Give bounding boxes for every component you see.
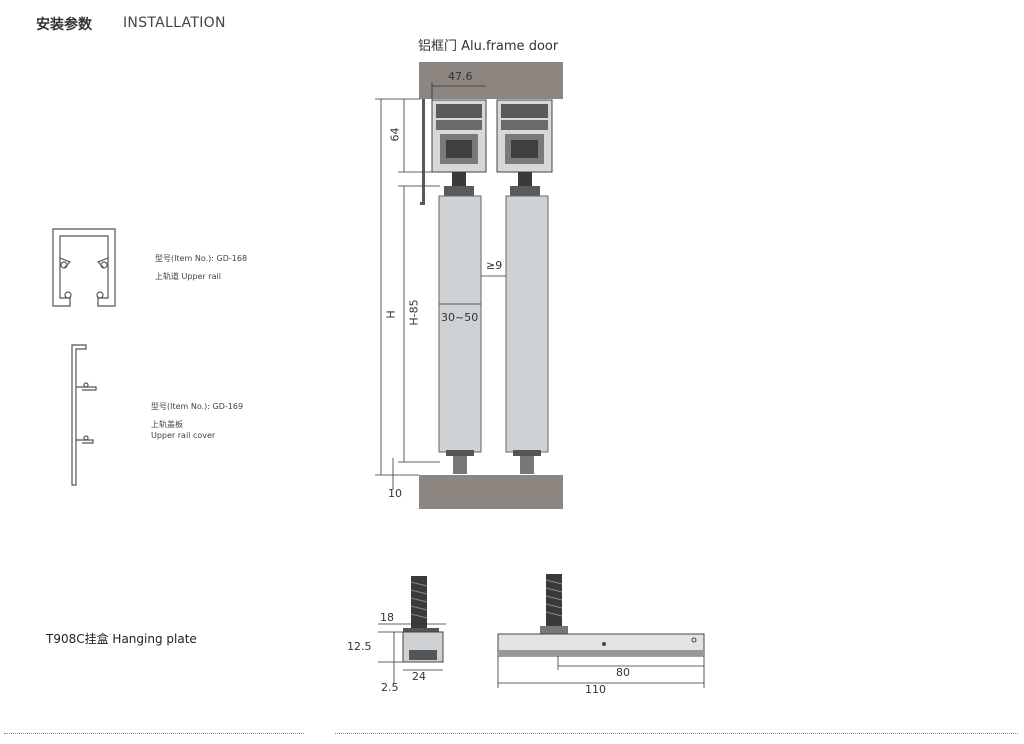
dim-bottom-gap: 10 bbox=[388, 487, 402, 500]
footer-divider-left bbox=[4, 733, 304, 734]
door-diagram-title: 铝框门 Alu.frame door bbox=[418, 39, 559, 54]
rail-cover-side bbox=[420, 99, 425, 205]
dim-plate-inner-length: 80 bbox=[616, 666, 630, 679]
dim-plate-width-bottom: 24 bbox=[412, 670, 426, 683]
rail-cover-name-en: Upper rail cover bbox=[151, 431, 216, 440]
floor-block bbox=[419, 475, 563, 509]
upper-rail-name: 上轨道 Upper rail bbox=[155, 272, 221, 281]
ceiling-block bbox=[419, 62, 563, 99]
track-left bbox=[431, 99, 487, 196]
dim-plate-base: 2.5 bbox=[381, 681, 399, 694]
dim-plate-height: 12.5 bbox=[347, 640, 372, 653]
dim-plate-total-length: 110 bbox=[585, 683, 606, 696]
section-title-en: INSTALLATION bbox=[123, 15, 226, 31]
dim-gap: ≥9 bbox=[486, 259, 503, 272]
rail-cover-item-no: 型号(Item No.): GD-169 bbox=[151, 402, 244, 411]
track-right bbox=[496, 99, 553, 196]
door-leaf-left bbox=[438, 195, 482, 453]
rail-cover-profile bbox=[71, 344, 97, 486]
upper-rail-item-no: 型号(Item No.): GD-168 bbox=[155, 254, 248, 263]
dim-plate-width-top: 18 bbox=[380, 611, 394, 624]
upper-rail-profile bbox=[52, 228, 116, 307]
door-leaf-right bbox=[505, 195, 549, 453]
bottom-guide-left bbox=[446, 450, 474, 456]
footer-divider-right bbox=[335, 733, 1018, 734]
hanging-plate-side bbox=[497, 574, 705, 688]
section-title-cn: 安装参数 bbox=[36, 17, 92, 33]
bottom-guide-right bbox=[513, 450, 541, 456]
dim-height: H bbox=[384, 310, 398, 319]
dim-top-height: 64 bbox=[388, 127, 402, 142]
dim-top-width: 47.6 bbox=[448, 70, 473, 83]
dim-door-height: H-85 bbox=[407, 299, 421, 326]
hanging-plate-front bbox=[378, 576, 446, 684]
door-assembly bbox=[375, 62, 563, 509]
rail-cover-name-cn: 上轨盖板 bbox=[151, 420, 183, 429]
hanging-plate-label: T908C挂盒 Hanging plate bbox=[46, 632, 197, 646]
dim-thickness: 30~50 bbox=[441, 311, 479, 324]
